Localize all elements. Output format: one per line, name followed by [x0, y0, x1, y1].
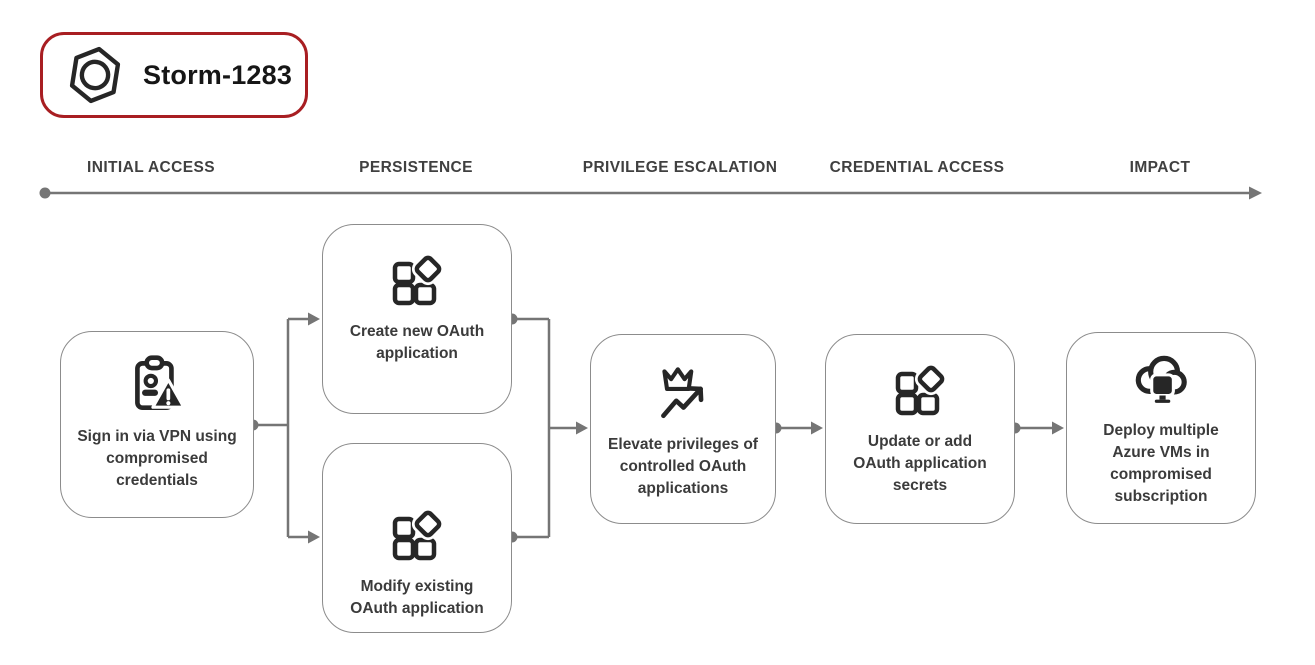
- connector-5-6: [1009, 421, 1064, 435]
- node-label: Create new OAuth application: [349, 323, 485, 362]
- node-label: Modify existing OAuth application: [350, 578, 484, 617]
- stage-label-credential-access: CREDENTIAL ACCESS: [829, 159, 1005, 176]
- threat-actor-name: Storm-1283: [143, 59, 293, 90]
- node-elevate-privileges: Elevate privileges of controlled OAuth a…: [590, 334, 776, 524]
- app-registration-icon: [888, 362, 952, 420]
- node-create-oauth-app: Create new OAuth application: [322, 224, 512, 414]
- node-sign-in-vpn: Sign in via VPN using compromised creden…: [60, 331, 254, 518]
- app-registration-icon: [385, 252, 449, 310]
- node-deploy-azure-vms: Deploy multiple Azure VMs in compromised…: [1066, 332, 1256, 524]
- threat-actor-badge: Storm-1283: [40, 32, 308, 118]
- connector-4-5: [770, 421, 823, 435]
- storm-hexagon-icon: [67, 45, 123, 105]
- node-label: Update or add OAuth application secrets: [853, 433, 987, 494]
- stage-label-privilege-escalation: PRIVILEGE ESCALATION: [582, 159, 778, 176]
- stage-label-impact: IMPACT: [1129, 159, 1191, 176]
- node-update-secrets: Update or add OAuth application secrets: [825, 334, 1015, 524]
- timeline-arrowhead: [1249, 186, 1262, 200]
- timeline-axis: [39, 186, 1262, 200]
- node-modify-oauth-app: Modify existing OAuth application: [322, 443, 512, 633]
- stage-label-persistence: PERSISTENCE: [359, 159, 473, 176]
- node-label: Sign in via VPN using compromised creden…: [77, 428, 237, 489]
- node-label: Elevate privileges of controlled OAuth a…: [608, 436, 758, 497]
- credential-alert-icon: [124, 353, 190, 415]
- cloud-vm-icon: [1128, 347, 1194, 411]
- app-registration-icon: [385, 507, 449, 565]
- privilege-crown-arrow-icon: [650, 359, 716, 423]
- stage-label-initial-access: INITIAL ACCESS: [87, 159, 215, 176]
- connector-split: [247, 312, 320, 544]
- connector-merge: [506, 313, 588, 543]
- node-label: Deploy multiple Azure VMs in compromised…: [1103, 422, 1219, 505]
